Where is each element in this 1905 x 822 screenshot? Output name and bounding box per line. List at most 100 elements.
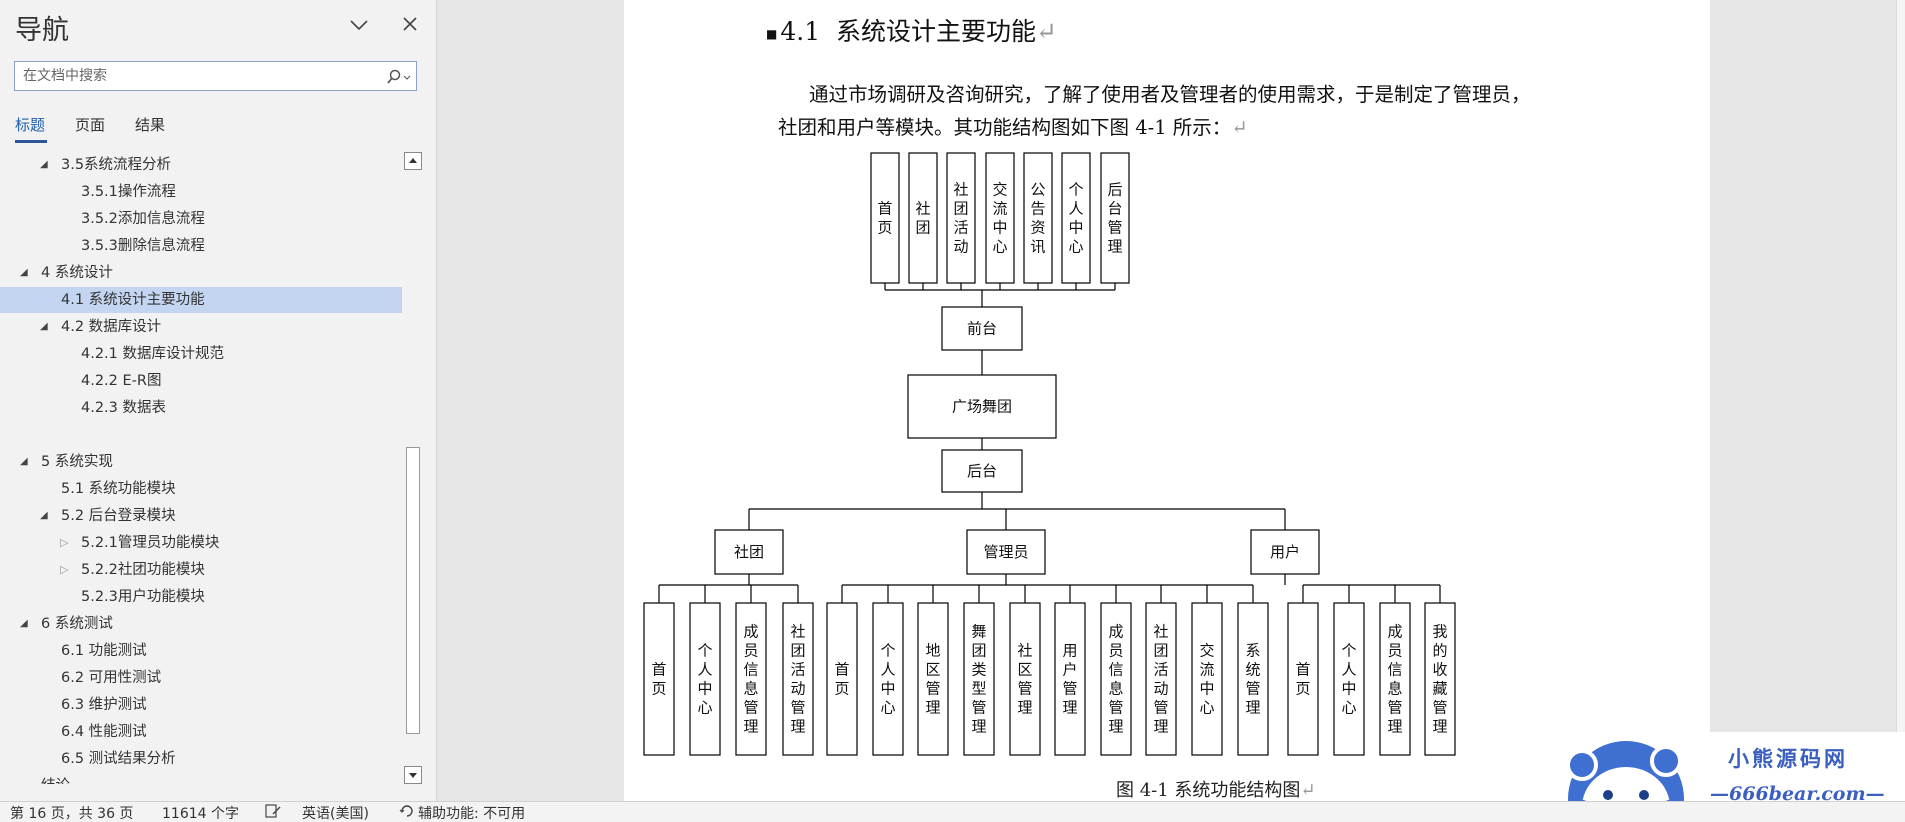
tree-item[interactable]: ◢ 6 系统测试 — [0, 611, 402, 637]
language-indicator[interactable]: 英语(美国) — [302, 806, 369, 822]
diagram-node — [966, 529, 1046, 575]
tree-item-label: 3.5系统流程分析 — [61, 157, 172, 173]
search-icon[interactable] — [383, 67, 413, 87]
diagram-node — [782, 602, 814, 756]
tree-item-label: 6.1 功能测试 — [61, 643, 147, 659]
tree-item[interactable]: 6.3 维护测试 — [0, 692, 402, 718]
page-count[interactable]: 第 16 页，共 36 页 — [10, 806, 134, 822]
diagram-node — [1250, 529, 1320, 575]
diagram-node-label: 个人中心 — [1341, 642, 1356, 717]
tree-item[interactable]: 3.5.2添加信息流程 — [0, 206, 402, 232]
tree-item[interactable]: 5.2.3用户功能模块 — [0, 584, 402, 610]
search-input[interactable] — [23, 66, 373, 86]
tree-item[interactable]: ◢5.2 后台登录模块 — [0, 503, 402, 529]
collapse-arrow-icon[interactable]: ◢ — [40, 159, 48, 170]
tree-item-label: 5 系统实现 — [41, 454, 113, 470]
diagram-node-label: 前台 — [967, 320, 997, 338]
diagram-node — [1333, 602, 1365, 756]
diagram-node — [941, 306, 1023, 351]
diagram-node — [908, 152, 938, 284]
diagram-node-label: 社团活动管理 — [1153, 623, 1168, 736]
paragraph-mark: ↵ — [1036, 17, 1057, 46]
tree-item[interactable]: 4.2.1 数据库设计规范 — [0, 341, 402, 367]
diagram-node-label: 个人中心 — [1068, 181, 1083, 256]
tree-item-label: 6.3 维护测试 — [61, 697, 147, 713]
collapse-arrow-icon[interactable]: ◢ — [20, 267, 28, 278]
tree-item-label: 4.2 数据库设计 — [61, 319, 162, 335]
tree-item[interactable]: ◢ 3.5系统流程分析 — [0, 152, 402, 178]
document-area[interactable]: ■4.1 系统设计主要功能↵ 通过市场调研及咨询研究，了解了使用者及管理者的使用… — [438, 0, 1905, 801]
diagram-node — [1009, 602, 1041, 756]
diagram-node-label: 广场舞团 — [952, 398, 1012, 416]
tree-item-label: 4.2.3 数据表 — [81, 400, 167, 416]
expand-arrow-icon[interactable]: ▷ — [60, 563, 69, 576]
scroll-up-icon[interactable] — [404, 152, 422, 170]
tree-item[interactable]: 4.1 系统设计主要功能 — [0, 287, 402, 313]
tree-item[interactable]: 6.4 性能测试 — [0, 719, 402, 745]
collapse-arrow-icon[interactable]: ◢ — [20, 456, 28, 467]
diagram-node — [946, 152, 976, 284]
diagram-node — [1237, 602, 1269, 756]
tree-item[interactable]: 3.5.3删除信息流程 — [0, 233, 402, 259]
navigation-pane: 导航 标题 页面 结果 ◢3.5系统流程分析3.5.1操作流程3.5.2添加信息… — [0, 0, 437, 801]
diagram-node — [917, 602, 949, 756]
diagram-node — [1379, 602, 1411, 756]
tree-item[interactable]: 3.5.1操作流程 — [0, 179, 402, 205]
tree-item[interactable]: ◢ 4.2 数据库设计 — [0, 314, 402, 340]
body-paragraph-line-2: 社团和用户等模块。其功能结构图如下图 4-1 所示：↵ — [778, 116, 1248, 139]
tree-item-label: 5.1 系统功能模块 — [61, 481, 176, 497]
diagram-node-label: 舞团类型管理 — [971, 623, 986, 736]
close-icon[interactable] — [397, 11, 423, 37]
scroll-down-icon[interactable] — [404, 766, 422, 784]
scroll-thumb[interactable] — [406, 447, 420, 734]
diagram-node — [689, 602, 721, 756]
status-bar: 第 16 页，共 36 页 11614 个字 英语(美国) 辅助功能: 不可用 — [0, 801, 1905, 822]
tree-item-label: 6 系统测试 — [41, 616, 113, 632]
proofing-icon[interactable] — [264, 803, 282, 822]
expand-arrow-icon[interactable]: ▷ — [60, 536, 69, 549]
tree-item-label: 3.5.2添加信息流程 — [81, 211, 205, 227]
document-page[interactable]: ■4.1 系统设计主要功能↵ 通过市场调研及咨询研究，了解了使用者及管理者的使用… — [624, 0, 1710, 801]
diagram-node-label: 成员信息管理 — [743, 623, 758, 736]
tab-results[interactable]: 结果 — [135, 116, 166, 134]
diagram-node-label: 后台 — [967, 462, 997, 480]
tree-item-label: 4.1 系统设计主要功能 — [61, 292, 205, 308]
diagram-node-label: 首页 — [1295, 661, 1310, 698]
diagram-node-label: 系统管理 — [1245, 642, 1260, 717]
collapse-arrow-icon[interactable]: ◢ — [40, 321, 48, 332]
tree-item[interactable]: 结论 — [0, 773, 402, 784]
tree-item-label: 3.5.1操作流程 — [81, 184, 176, 200]
watermark-title: 小熊源码网 — [1728, 747, 1848, 771]
diagram-node — [985, 152, 1015, 284]
accessibility-icon[interactable] — [398, 803, 416, 822]
tab-pages[interactable]: 页面 — [75, 116, 106, 134]
chevron-down-icon[interactable] — [346, 12, 372, 38]
collapse-arrow-icon[interactable]: ◢ — [40, 510, 48, 521]
tree-item[interactable]: 4.2.3 数据表 — [0, 395, 402, 421]
tree-item-label: 5.2.2社团功能模块 — [81, 562, 205, 578]
diagram-node — [1145, 602, 1177, 756]
tree-item[interactable]: ▷ 5.2.1管理员功能模块 — [0, 530, 402, 556]
nav-scrollbar[interactable] — [404, 152, 422, 784]
heading-tree: ◢ 3.5系统流程分析 3.5.1操作流程 3.5.2添加信息流程 3.5.3删除信息流… — [0, 152, 405, 784]
tree-item[interactable]: 4.2.2 E-R图 — [0, 368, 402, 394]
heading-bullet: ■ — [766, 26, 778, 41]
tree-item[interactable]: ▷ 5.2.2社团功能模块 — [0, 557, 402, 583]
diagram-node — [1424, 602, 1456, 756]
body-paragraph-line-1: 通过市场调研及咨询研究，了解了使用者及管理者的使用需求，于是制定了管理员， — [809, 83, 1531, 106]
diagram-node-label: 社团活动 — [953, 181, 968, 256]
diagram-node — [872, 602, 904, 756]
word-count[interactable]: 11614 个字 — [162, 806, 239, 822]
accessibility-status[interactable]: 辅助功能: 不可用 — [418, 806, 526, 822]
tree-item[interactable]: 6.2 可用性测试 — [0, 665, 402, 691]
tree-item[interactable]: 6.5 测试结果分析 — [0, 746, 402, 772]
tree-item[interactable]: ◢4 系统设计 — [0, 260, 402, 286]
tree-item[interactable]: 6.1 功能测试 — [0, 638, 402, 664]
tab-headings[interactable]: 标题 — [15, 116, 46, 134]
diagram-node-label: 首页 — [651, 661, 666, 698]
tree-item-label: 5.2.1管理员功能模块 — [81, 535, 220, 551]
tree-item-label: 6.2 可用性测试 — [61, 670, 162, 686]
tree-item[interactable]: ◢ 5 系统实现 — [0, 449, 402, 475]
collapse-arrow-icon[interactable]: ◢ — [20, 618, 28, 629]
tree-item[interactable]: 5.1 系统功能模块 — [0, 476, 402, 502]
